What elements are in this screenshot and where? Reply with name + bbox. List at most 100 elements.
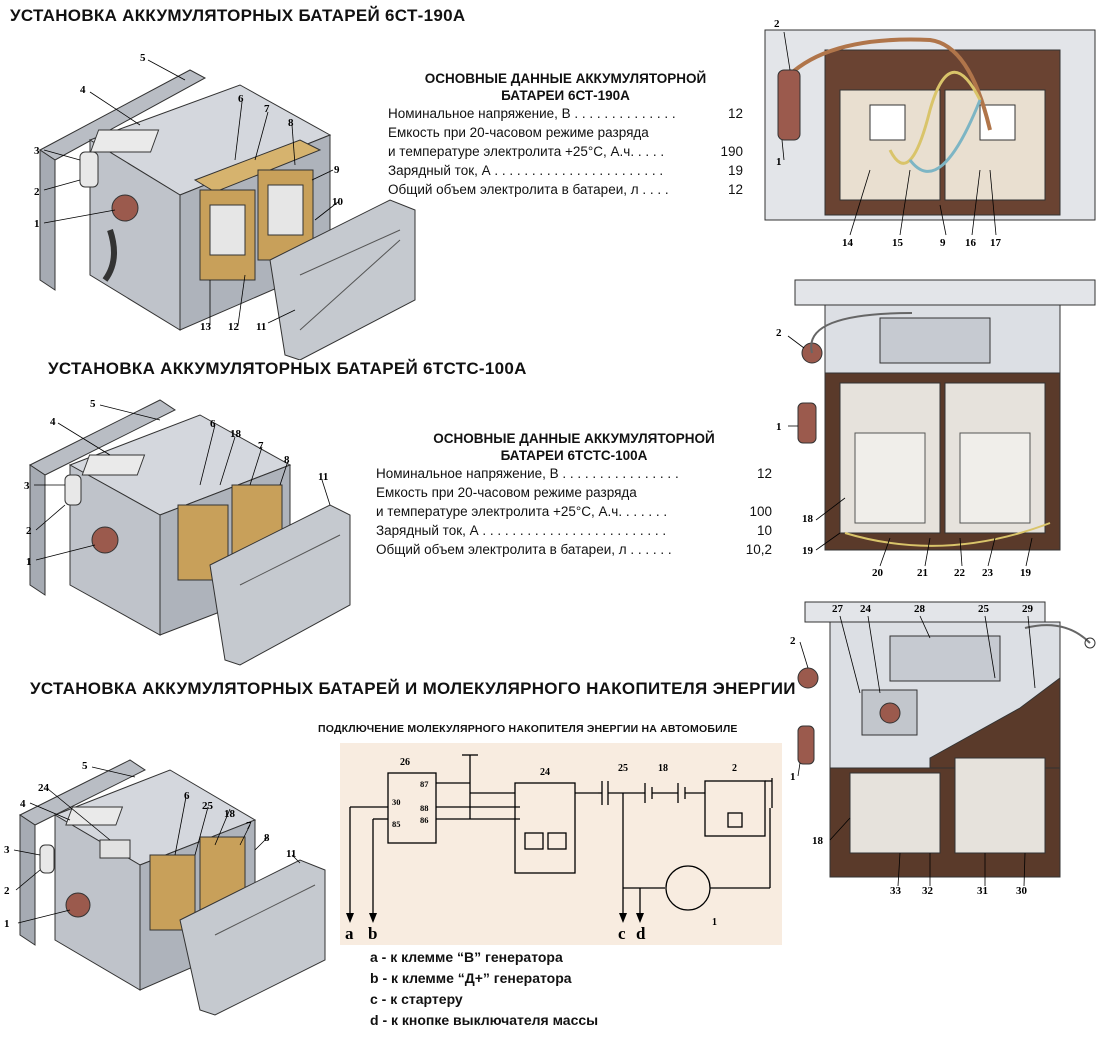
specs-title-line2: БАТАРЕИ 6ТСТС-100А: [500, 448, 648, 463]
scheme-title: ПОДКЛЮЧЕНИЕ МОЛЕКУЛЯРНОГО НАКОПИТЕЛЯ ЭНЕ…: [318, 723, 738, 735]
label-1: 1: [712, 917, 717, 928]
callout-31: 31: [977, 885, 988, 897]
callout-3: 3: [4, 844, 10, 856]
scheme-legend: a - к клемме “B” генератора b - к клемме…: [370, 947, 598, 1031]
callout-25: 25: [978, 603, 990, 615]
callout-6: 6: [184, 790, 190, 802]
callout-25: 25: [202, 800, 214, 812]
spec-row: Зарядный ток, А . . . . . . . . . . . . …: [376, 523, 772, 538]
top-view-6st190: 1 2 14 15 9 16 17: [764, 18, 1096, 249]
top-view-with-energy-storage: 27 24 28 25 29 2 1 18 33 32 31 30: [790, 601, 1096, 897]
section2-title: УСТАНОВКА АККУМУЛЯТОРНЫХ БАТАРЕЙ 6ТСТС-1…: [48, 359, 527, 378]
pin-86: 86: [420, 815, 429, 825]
spec-row: и температуре электролита +25°С, А.ч. . …: [376, 504, 772, 519]
terminal-a: a: [345, 924, 354, 943]
callout-6: 6: [238, 93, 244, 105]
callout-7: 7: [258, 440, 264, 452]
callout-15: 15: [892, 237, 904, 249]
callout-12: 12: [228, 321, 240, 333]
callout-16: 16: [965, 237, 977, 249]
label-2: 2: [732, 763, 737, 774]
callout-1: 1: [34, 218, 40, 230]
callout-7: 7: [246, 820, 252, 832]
callout-24: 24: [860, 603, 872, 615]
section3-title: УСТАНОВКА АККУМУЛЯТОРНЫХ БАТАРЕЙ И МОЛЕК…: [30, 679, 796, 698]
callout-4: 4: [20, 798, 26, 810]
top-view-6tsts100: 2 1 18 19 20 21 22 23 19: [776, 279, 1096, 578]
callout-2: 2: [4, 885, 10, 897]
connection-scheme: 26 24 25 18 2 1 87 30 88 85 86 a b c d: [340, 743, 782, 945]
callout-18: 18: [230, 428, 242, 440]
callout-4: 4: [80, 84, 86, 96]
callout-2: 2: [776, 327, 782, 339]
specs-title-line1: ОСНОВНЫЕ ДАННЫЕ АККУМУЛЯТОРНОЙ: [424, 71, 707, 86]
pin-87: 87: [420, 779, 429, 789]
callout-1: 1: [4, 918, 10, 930]
spec-row: Емкость при 20-часовом режиме разряда: [376, 485, 637, 500]
callout-4: 4: [50, 416, 56, 428]
battery-box-6st190-illustration: 1 2 3 4 5 6 7 8 9 10 11 12 13: [34, 52, 416, 360]
battery-box-6tsts100-illustration: 1 2 3 4 5 6 18 7 8 11: [24, 398, 351, 666]
callout-8: 8: [288, 117, 294, 129]
label-24: 24: [540, 767, 550, 778]
legend-item-b: b - к клемме “Д+” генератора: [370, 970, 572, 986]
spec-row: Номинальное напряжение, В . . . . . . . …: [388, 106, 743, 121]
callout-30: 30: [1016, 885, 1028, 897]
callout-18: 18: [812, 835, 824, 847]
spec-row: Общий объем электролита в батареи, л . .…: [388, 182, 743, 197]
callout-11: 11: [318, 471, 328, 483]
pin-85: 85: [392, 819, 401, 829]
callout-11: 11: [256, 321, 266, 333]
callout-1: 1: [790, 771, 796, 783]
callout-2: 2: [774, 18, 780, 30]
callout-2: 2: [790, 635, 796, 647]
label-18: 18: [658, 763, 668, 774]
callout-2: 2: [26, 525, 32, 537]
callout-29: 29: [1022, 603, 1034, 615]
specs-block-6tsts100: ОСНОВНЫЕ ДАННЫЕ АККУМУЛЯТОРНОЙ БАТАРЕИ 6…: [376, 430, 772, 559]
callout-22: 22: [954, 567, 966, 578]
callout-3: 3: [34, 145, 40, 157]
pin-30: 30: [392, 797, 401, 807]
callout-20: 20: [872, 567, 884, 578]
callout-10: 10: [332, 196, 344, 208]
callout-11: 11: [286, 848, 296, 860]
spec-row: и температуре электролита +25°С, А.ч. . …: [388, 144, 743, 159]
callout-14: 14: [842, 237, 854, 249]
callout-1: 1: [776, 156, 782, 168]
specs-block-6st190: ОСНОВНЫЕ ДАННЫЕ АККУМУЛЯТОРНОЙ БАТАРЕИ 6…: [388, 70, 743, 199]
callout-32: 32: [922, 885, 934, 897]
callout-8: 8: [264, 832, 270, 844]
legend-item-d: d - к кнопке выключателя массы: [370, 1012, 599, 1028]
spec-row: Номинальное напряжение, В . . . . . . . …: [376, 466, 772, 481]
callout-13: 13: [200, 321, 212, 333]
legend-item-a: a - к клемме “B” генератора: [370, 949, 563, 965]
specs-title-line1: ОСНОВНЫЕ ДАННЫЕ АККУМУЛЯТОРНОЙ: [433, 431, 715, 446]
callout-18: 18: [802, 513, 814, 525]
terminal-c: c: [618, 924, 626, 943]
callout-6: 6: [210, 418, 216, 430]
pin-88: 88: [420, 803, 429, 813]
callout-1: 1: [26, 556, 32, 568]
label-26: 26: [400, 757, 410, 768]
callout-19: 19: [802, 545, 814, 557]
callout-3: 3: [24, 480, 30, 492]
callout-33: 33: [890, 885, 902, 897]
terminal-b: b: [368, 924, 377, 943]
callout-1: 1: [776, 421, 782, 433]
callout-21: 21: [917, 567, 928, 578]
callout-28: 28: [914, 603, 926, 615]
callout-17: 17: [990, 237, 1002, 249]
callout-9: 9: [334, 164, 340, 176]
label-25: 25: [618, 763, 628, 774]
terminal-d: d: [636, 924, 646, 943]
spec-row: Емкость при 20-часовом режиме разряда: [388, 125, 649, 140]
callout-5: 5: [90, 398, 96, 410]
callout-7: 7: [264, 103, 270, 115]
callout-23: 23: [982, 567, 994, 578]
specs-title-line2: БАТАРЕИ 6СТ-190А: [501, 88, 630, 103]
callout-27: 27: [832, 603, 844, 615]
callout-2: 2: [34, 186, 40, 198]
section1-title: УСТАНОВКА АККУМУЛЯТОРНЫХ БАТАРЕЙ 6СТ-190…: [10, 6, 466, 25]
spec-row: Зарядный ток, А . . . . . . . . . . . . …: [388, 163, 743, 178]
